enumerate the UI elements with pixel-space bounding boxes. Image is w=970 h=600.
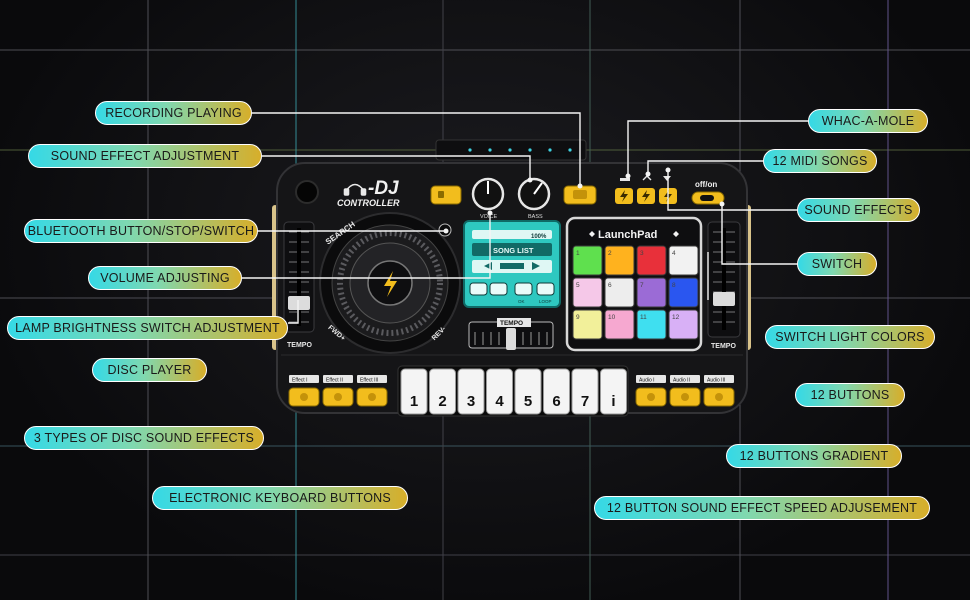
pad-number: 4 xyxy=(672,250,676,257)
pad-number: 7 xyxy=(640,282,644,289)
audio-buttons: Audio I Audio II Audio III xyxy=(635,375,735,407)
pad-number: 5 xyxy=(576,282,580,289)
launchpad-pad[interactable] xyxy=(636,309,667,340)
keyboard-key[interactable] xyxy=(457,368,485,415)
audio-label-plate xyxy=(704,375,734,383)
callout-midi-songs: 12 MIDI SONGS xyxy=(763,149,877,173)
callout-keyboard-buttons: ELECTRONIC KEYBOARD BUTTONS xyxy=(152,486,408,510)
callout-disc-player: DISC PLAYER xyxy=(92,358,207,382)
callout-sound-effects: SOUND EFFECTS xyxy=(797,198,920,222)
audio-label: Audio I xyxy=(639,378,655,384)
key-label: 2 xyxy=(438,393,446,410)
launchpad-pad[interactable] xyxy=(636,277,667,308)
pad-number: 1 xyxy=(576,250,580,257)
keyboard-key[interactable] xyxy=(486,368,513,415)
launchpad-title: LaunchPad xyxy=(598,229,657,241)
bass-label: BASS xyxy=(528,214,543,220)
keyboard-key[interactable] xyxy=(571,368,599,415)
launchpad-pad[interactable] xyxy=(636,245,667,276)
power-label: off/on xyxy=(695,180,717,189)
logo-controller: CONTROLLER xyxy=(337,198,400,208)
launchpad-pad[interactable] xyxy=(604,277,635,308)
callout-lines xyxy=(242,112,808,324)
effect-dot xyxy=(300,393,308,401)
effect-label: Effect II xyxy=(326,378,343,384)
audio-dot xyxy=(715,393,723,401)
callout-recording-playing: RECORDING PLAYING xyxy=(95,101,252,125)
key-label: 1 xyxy=(410,393,418,410)
pad-number: 8 xyxy=(672,282,676,289)
callout-disc-sound-effects: 3 TYPES OF DISC SOUND EFFECTS xyxy=(24,426,264,450)
keyboard: 1 2 3 4 5 6 7 i xyxy=(400,368,627,415)
callout-lamp-brightness: LAMP BRIGHTNESS SWITCH ADJUSTMENT xyxy=(7,316,288,340)
keyboard-key[interactable] xyxy=(400,368,428,415)
audio-label: Audio III xyxy=(707,378,725,384)
keyboard-key[interactable] xyxy=(600,368,627,415)
logo-dj: -DJ xyxy=(368,178,399,199)
key-label: 3 xyxy=(467,393,475,410)
effect-label: Effect III xyxy=(360,378,378,384)
callout-volume-adjusting: VOLUME ADJUSTING xyxy=(88,266,242,290)
effect-dot xyxy=(334,393,342,401)
launchpad-pad[interactable] xyxy=(604,245,635,276)
headphone-icon xyxy=(343,183,367,196)
effect-label: Effect I xyxy=(292,378,307,384)
key-label: 7 xyxy=(581,393,589,410)
launchpad-pad[interactable] xyxy=(572,309,603,340)
pad-number: 6 xyxy=(608,282,612,289)
launchpad-pad[interactable] xyxy=(668,245,699,276)
callout-switch: SWITCH xyxy=(797,252,877,276)
key-label: i xyxy=(611,393,615,410)
keyboard-key[interactable] xyxy=(429,368,456,415)
song-list-label: SONG LIST xyxy=(493,246,534,255)
lightning-icon xyxy=(384,271,397,297)
effect-label-plate xyxy=(289,375,319,383)
loop-label: LOOP xyxy=(539,299,552,304)
launchpad-pad[interactable] xyxy=(572,245,603,276)
pad-number: 10 xyxy=(608,314,616,321)
pad-number: 9 xyxy=(576,314,580,321)
callout-12-buttons-gradient: 12 BUTTONS GRADIENT xyxy=(726,444,902,468)
callout-whac-a-mole: WHAC-A-MOLE xyxy=(808,109,928,133)
keyboard-key[interactable] xyxy=(543,368,570,415)
effect-dot xyxy=(368,393,376,401)
effect-buttons: Effect I Effect II Effect III xyxy=(288,375,388,407)
callout-12-buttons: 12 BUTTONS xyxy=(795,383,905,407)
callout-bluetooth-button: BLUETOOTH BUTTON/STOP/SWITCH xyxy=(24,219,258,243)
launchpad-pad[interactable] xyxy=(604,309,635,340)
voice-label: VOICE xyxy=(480,214,497,220)
tempo-left-label: TEMPO xyxy=(287,342,312,349)
callout-speed-adjustment: 12 BUTTON SOUND EFFECT SPEED ADJUSEMENT xyxy=(594,496,930,520)
effect-label-plate xyxy=(357,375,387,383)
pad-number: 11 xyxy=(640,314,647,321)
audio-label-plate xyxy=(670,375,700,383)
launchpad-pad[interactable] xyxy=(572,277,603,308)
audio-label-plate xyxy=(636,375,666,383)
callout-switch-light-colors: SWITCH LIGHT COLORS xyxy=(765,325,935,349)
tempo-right-label: TEMPO xyxy=(711,343,736,350)
tempo-left-knob xyxy=(288,296,310,310)
audio-label: Audio II xyxy=(673,378,690,384)
keyboard-key[interactable] xyxy=(514,368,542,415)
pad-number: 2 xyxy=(608,250,612,257)
tempo-right-knob xyxy=(713,292,735,306)
key-label: 5 xyxy=(524,393,532,410)
key-label: 4 xyxy=(495,393,504,410)
effect-label-plate xyxy=(323,375,353,383)
launchpad-pad[interactable] xyxy=(668,309,699,340)
screen-percent: 100% xyxy=(531,234,547,240)
key-label: 6 xyxy=(552,393,560,410)
pad-number: 12 xyxy=(672,314,680,321)
audio-dot xyxy=(647,393,655,401)
callout-sound-effect-adjustment: SOUND EFFECT ADJUSTMENT xyxy=(28,144,262,168)
tempo-center-label: TEMPO xyxy=(500,320,523,327)
pad-number: 3 xyxy=(640,250,644,257)
ok-label: OK xyxy=(518,299,525,304)
audio-dot xyxy=(681,393,689,401)
launchpad-pad[interactable] xyxy=(668,277,699,308)
